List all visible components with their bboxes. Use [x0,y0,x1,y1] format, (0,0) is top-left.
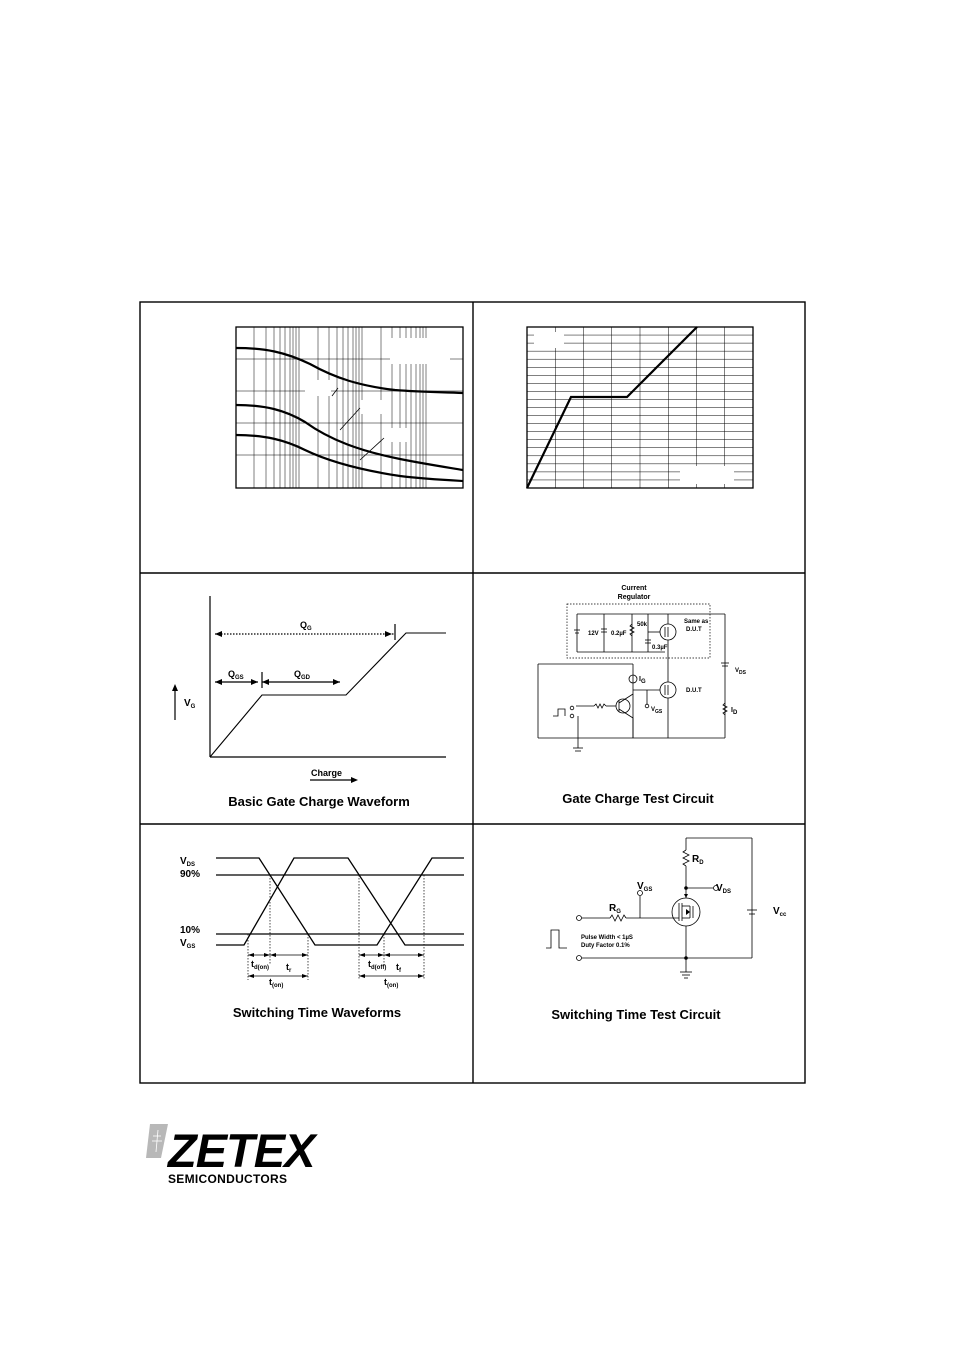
svg-text:IG: IG [639,676,646,685]
gate-charge-circuit: Current Regulator [537,585,747,806]
svg-text:VGS: VGS [180,938,195,950]
label-qg: QG [300,620,312,632]
caption-switching-circuit: Switching Time Test Circuit [551,1007,721,1022]
label-charge: Charge [311,768,342,778]
svg-text:td(off): td(off) [368,959,386,971]
label-qgd: QGD [294,669,311,681]
label-vg: VG [184,698,196,710]
caption-gate-charge-waveform: Basic Gate Charge Waveform [228,794,410,809]
svg-text:10%: 10% [180,925,200,936]
svg-text:VGS: VGS [637,881,652,893]
svg-text:D.U.T: D.U.T [686,627,702,633]
zetex-logo: ZETEX SEMICONDUCTORS [146,1124,319,1186]
svg-text:t(on): t(on) [269,977,283,989]
svg-text:tr: tr [286,962,292,974]
svg-text:RD: RD [692,854,704,866]
switching-circuit: RD VGS VDS RG Vcc Pulse Width < 1µS Duty… [546,837,787,1022]
svg-text:ID: ID [731,707,738,716]
svg-text:50k: 50k [637,622,648,628]
graph-capacitance [235,326,464,489]
svg-text:Duty Factor 0.1%: Duty Factor 0.1% [581,943,630,949]
svg-text:0.3µF: 0.3µF [652,645,668,651]
svg-text:D.U.T: D.U.T [686,688,702,694]
svg-text:Current: Current [621,585,647,592]
caption-gate-charge-circuit: Gate Charge Test Circuit [562,791,714,806]
svg-text:VDS: VDS [180,856,195,868]
svg-text:Pulse Width < 1µS: Pulse Width < 1µS [581,935,633,941]
svg-text:Same as: Same as [684,619,709,625]
gate-charge-waveform: QG QGS QGD VG Charge Basic Gate Charge W… [172,596,446,809]
svg-text:90%: 90% [180,869,200,880]
svg-text:td(on): td(on) [251,959,269,971]
brand-name: ZETEX [166,1124,318,1177]
svg-text:tf: tf [396,962,402,974]
switching-waveforms: VDS 90% 10% VGS td(on) tr t(on) td(off) … [180,856,464,1020]
caption-switching-waveforms: Switching Time Waveforms [233,1005,401,1020]
svg-text:12V: 12V [588,631,599,637]
svg-text:VGS: VGS [651,707,663,715]
graph-gate-charge [526,326,754,489]
brand-tagline: SEMICONDUCTORS [168,1172,287,1186]
figure-grid [139,301,806,1084]
svg-text:RG: RG [609,903,621,915]
label-qgs: QGS [228,669,244,681]
svg-text:Vcc: Vcc [773,906,787,918]
svg-text:VDS: VDS [716,883,731,895]
svg-text:t(on): t(on) [384,977,398,989]
svg-text:Regulator: Regulator [618,594,651,601]
svg-text:0.2µF: 0.2µF [611,631,627,637]
svg-text:VDS: VDS [735,668,747,676]
